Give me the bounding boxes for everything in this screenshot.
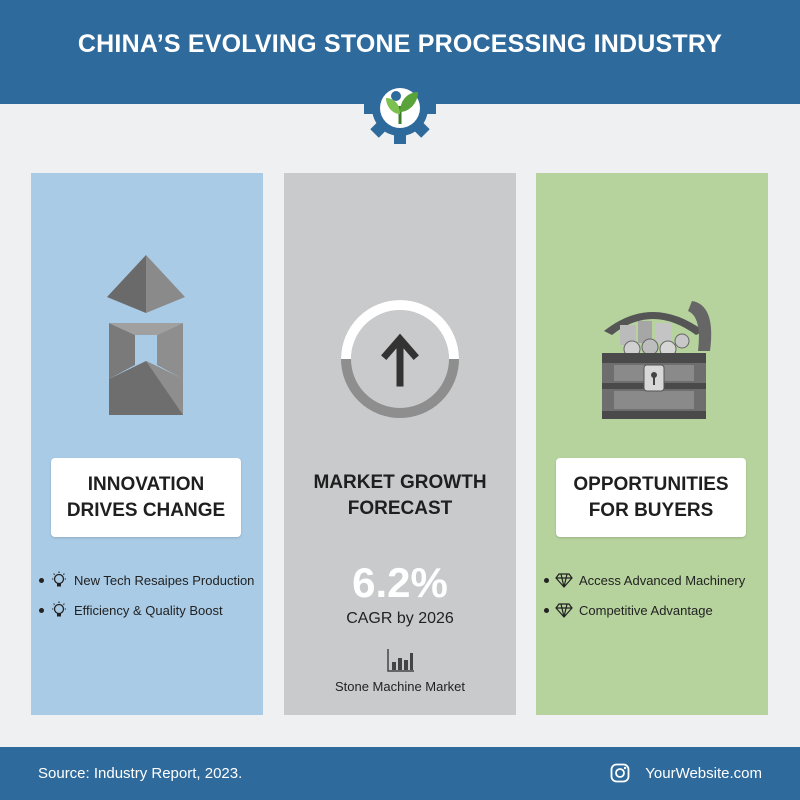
lightbulb-icon — [52, 571, 66, 587]
list-item: New Tech Resaipes Production — [39, 565, 263, 595]
growth-caption: CAGR by 2026 — [346, 610, 454, 627]
bullet-dot — [544, 577, 549, 583]
bullet-text: Competitive Advantage — [579, 602, 713, 618]
bullet-dot — [544, 607, 549, 613]
market-growth-label: MARKET GROWTH FORECAST — [313, 472, 487, 519]
list-item: Access Advanced Machinery — [544, 565, 768, 595]
website-link[interactable]: YourWebsite.com — [645, 765, 762, 782]
diamond-icon — [555, 603, 573, 618]
bullet-text: New Tech Resaipes Production — [74, 572, 255, 588]
source-text: Source: Industry Report, 2023. — [38, 765, 243, 782]
growth-arrow-icon — [341, 300, 459, 418]
bar-chart-icon — [387, 649, 414, 672]
opportunities-bullets: Access Advanced Machinery Competitive Ad… — [544, 565, 768, 625]
instagram-icon[interactable] — [610, 763, 630, 783]
market-label: Stone Machine Market — [334, 679, 466, 694]
list-item: Efficiency & Quality Boost — [39, 595, 263, 625]
innovation-label: INNOVATION DRIVES CHANGE — [51, 458, 241, 537]
market-growth-panel: MARKET GROWTH FORECAST 6.2% CAGR by 2026… — [284, 173, 516, 715]
bullet-text: Efficiency & Quality Boost — [74, 602, 223, 618]
innovation-panel: INNOVATION DRIVES CHANGE New Tech Resaip… — [31, 173, 263, 715]
lightbulb-icon — [52, 601, 66, 617]
bullet-dot — [39, 607, 44, 613]
innovation-bullets: New Tech Resaipes Production Efficiency … — [39, 565, 263, 625]
page-title: CHINA’S EVOLVING STONE PROCESSING INDUST… — [77, 30, 723, 58]
opportunities-label: OPPORTUNITIES FOR BUYERS — [556, 458, 746, 537]
bullet-dot — [39, 577, 44, 583]
stone-blocks-icon — [107, 255, 185, 415]
growth-value: 6.2% — [352, 559, 448, 606]
treasure-chest-icon — [602, 301, 712, 419]
bullet-text: Access Advanced Machinery — [579, 572, 746, 588]
opportunities-panel: OPPORTUNITIES FOR BUYERS Access Advanced… — [536, 173, 768, 715]
footer-bar: Source: Industry Report, 2023. YourWebsi… — [0, 747, 800, 800]
diamond-icon — [555, 573, 573, 588]
list-item: Competitive Advantage — [544, 595, 768, 625]
gear-leaf-logo-icon — [364, 72, 436, 144]
